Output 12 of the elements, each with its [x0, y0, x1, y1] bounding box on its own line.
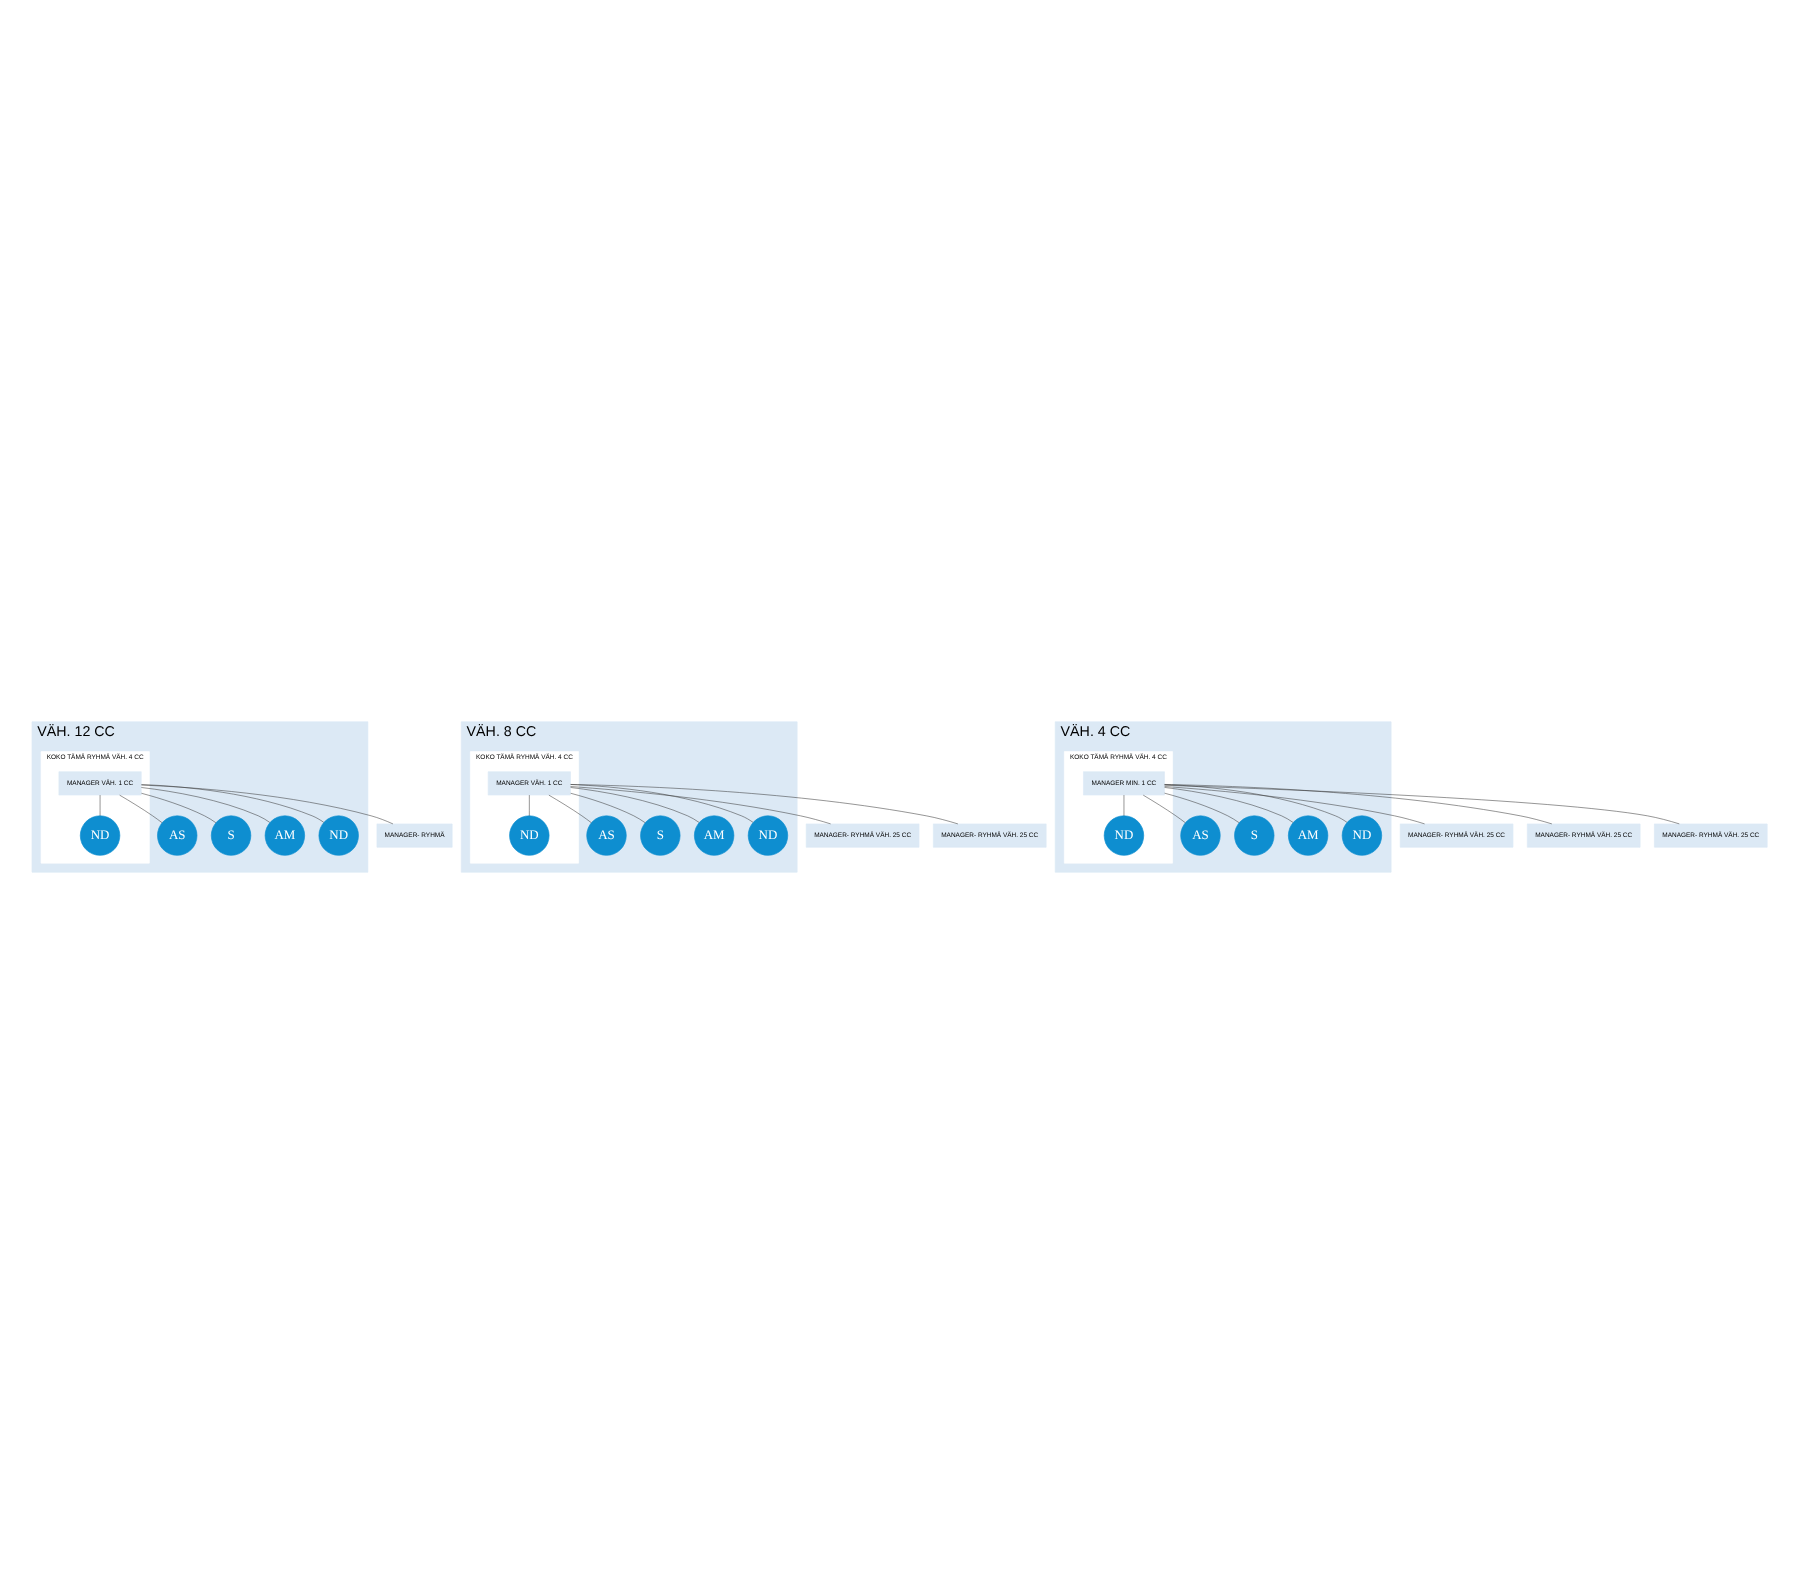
connector — [1164, 784, 1680, 824]
connector — [570, 783, 959, 824]
connector — [141, 783, 394, 824]
connector — [1164, 783, 1348, 822]
connector — [1164, 786, 1294, 822]
connector — [570, 785, 831, 824]
connector — [570, 786, 700, 822]
connector — [1164, 783, 1553, 824]
connector — [570, 783, 754, 822]
connector — [1164, 785, 1425, 824]
connector — [141, 783, 324, 822]
connector — [141, 786, 271, 822]
